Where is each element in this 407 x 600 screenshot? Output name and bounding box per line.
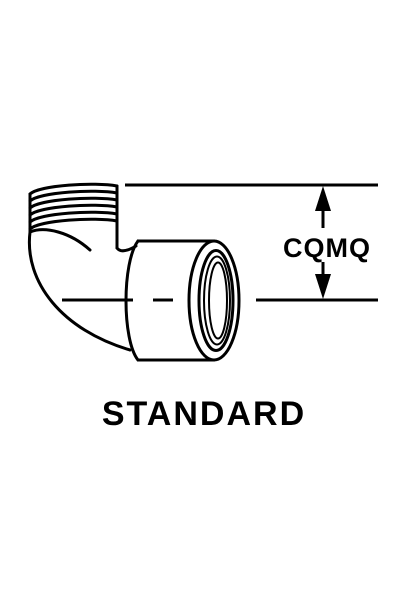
- male-thread-end: [28, 182, 119, 250]
- dimension: CQMQ: [125, 183, 378, 299]
- elbow-fitting: [27, 182, 241, 362]
- elbow-body: [27, 228, 138, 352]
- arrow-down-icon: [315, 274, 331, 299]
- arrow-up-icon: [315, 186, 331, 211]
- dimension-label: CQMQ: [283, 233, 371, 263]
- caption: STANDARD: [102, 395, 306, 433]
- female-socket-end: [124, 239, 241, 362]
